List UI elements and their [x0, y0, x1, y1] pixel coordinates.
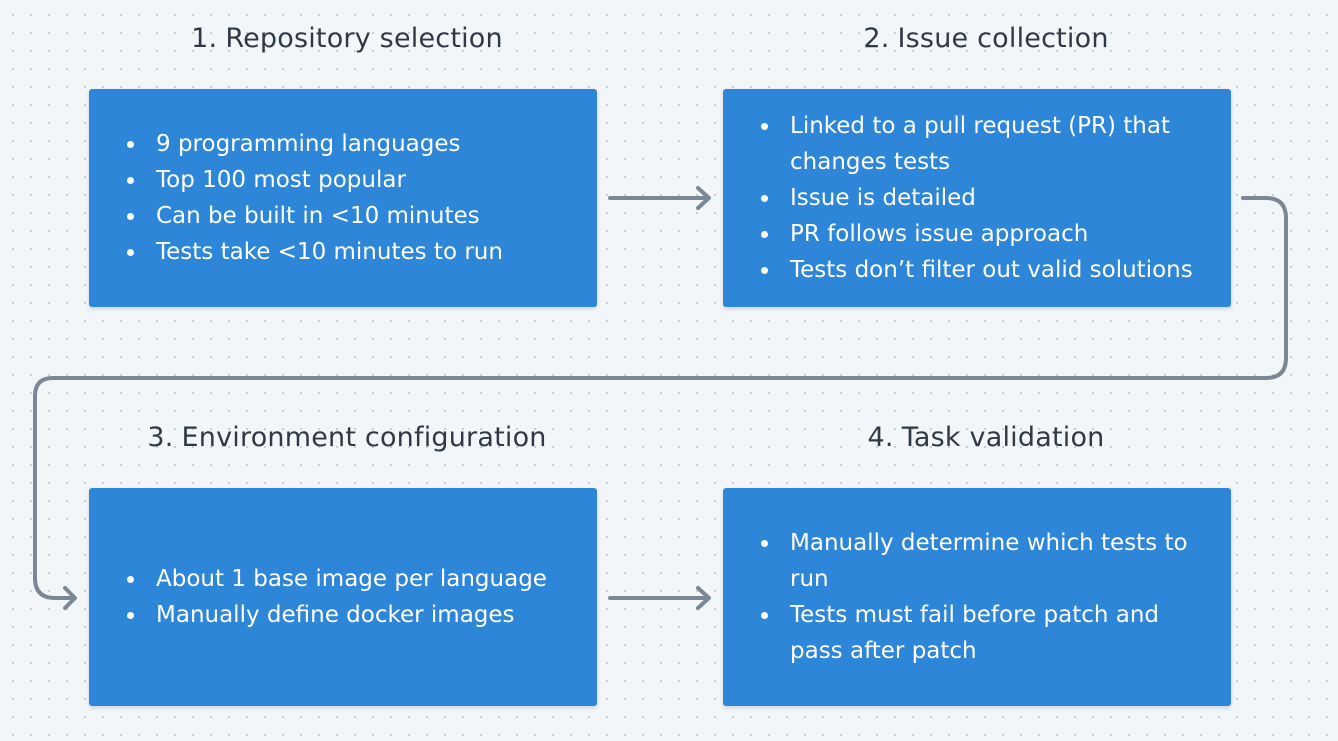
step-2-title-text: Issue collection: [897, 23, 1109, 54]
step-4-title: 4.Task validation: [732, 418, 1240, 458]
step-2-list: Linked to a pull request (PR) that chang…: [755, 108, 1211, 288]
step-1-title-text: Repository selection: [225, 23, 503, 54]
step-1-item: 9 programming languages: [121, 126, 577, 162]
step-3-title-text: Environment configuration: [181, 422, 547, 453]
step-4-number: 4.: [867, 422, 894, 453]
step-2-number: 2.: [863, 23, 890, 54]
step-4-box: Manually determine which tests to run Te…: [723, 488, 1231, 706]
step-4-item: Tests must fail before patch and pass af…: [755, 597, 1211, 669]
step-3-box: About 1 base image per language Manually…: [89, 488, 597, 706]
step-3-list: About 1 base image per language Manually…: [121, 561, 577, 633]
step-3-number: 3.: [147, 422, 174, 453]
step-2-item: Issue is detailed: [755, 180, 1211, 216]
step-4-list: Manually determine which tests to run Te…: [755, 525, 1211, 669]
step-2-item: PR follows issue approach: [755, 216, 1211, 252]
step-1-box: 9 programming languages Top 100 most pop…: [89, 89, 597, 307]
step-1-list: 9 programming languages Top 100 most pop…: [121, 126, 577, 270]
step-1-number: 1.: [191, 23, 218, 54]
arrowhead-step2-icon: [696, 186, 711, 210]
arrowhead-step4-icon: [696, 586, 711, 610]
step-3-item: About 1 base image per language: [121, 561, 577, 597]
step-1-title: 1.Repository selection: [93, 19, 601, 59]
step-1-item: Tests take <10 minutes to run: [121, 234, 577, 270]
step-2-item: Tests don’t filter out valid solutions: [755, 252, 1211, 288]
step-1-item: Top 100 most popular: [121, 162, 577, 198]
step-4-title-text: Task validation: [901, 422, 1105, 453]
step-2-box: Linked to a pull request (PR) that chang…: [723, 89, 1231, 307]
arrow-step2-to-step3: [33, 196, 1288, 600]
step-1-item: Can be built in <10 minutes: [121, 198, 577, 234]
step-3-item: Manually define docker images: [121, 597, 577, 633]
step-2-title: 2.Issue collection: [732, 19, 1240, 59]
step-4-item: Manually determine which tests to run: [755, 525, 1211, 597]
step-2-item: Linked to a pull request (PR) that chang…: [755, 108, 1211, 180]
step-3-title: 3.Environment configuration: [93, 418, 601, 458]
arrowhead-step3-icon: [63, 586, 77, 610]
